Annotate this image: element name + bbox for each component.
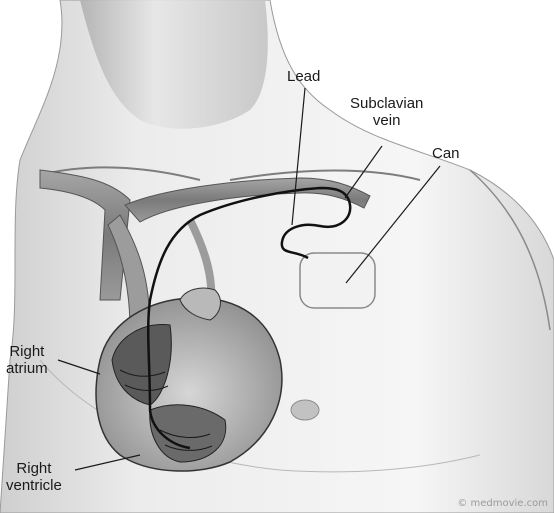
label-right-ventricle: Right ventricle [6,460,62,494]
credit-text: © medmovie.com [457,498,548,509]
label-subclavian-vein: Subclavian vein [350,95,423,129]
label-right-ventricle-line1: Right [6,460,62,477]
label-right-atrium-line2: atrium [6,360,48,377]
label-lead: Lead [287,68,320,85]
label-right-atrium: Right atrium [6,343,48,377]
label-right-ventricle-line2: ventricle [6,477,62,494]
label-subclavian-line1: Subclavian [350,95,423,112]
label-subclavian-line2: vein [350,112,423,129]
label-can: Can [432,145,460,162]
label-lead-text: Lead [287,68,320,85]
label-can-text: Can [432,145,460,162]
label-right-atrium-line1: Right [6,343,48,360]
